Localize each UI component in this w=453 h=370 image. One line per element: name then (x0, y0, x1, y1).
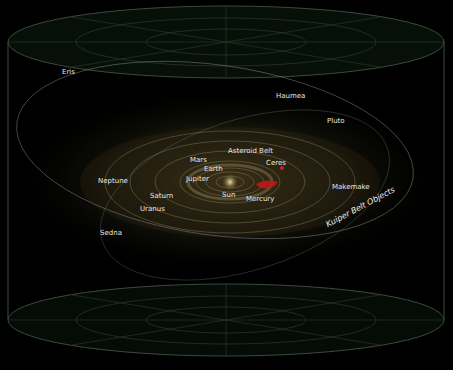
body-label: Neptune (98, 178, 128, 186)
body-label: Sun (222, 192, 235, 200)
body-label: Uranus (140, 206, 165, 214)
body-label: Mercury (246, 196, 274, 204)
body-label: Earth (204, 166, 223, 174)
body-label: Saturn (150, 193, 173, 201)
body-label: Pluto (327, 118, 345, 126)
body-label: Ceres (266, 160, 286, 168)
body-label: Sedna (100, 230, 122, 238)
body-label: Jupiter (186, 176, 209, 184)
body-label: Eris (62, 69, 75, 77)
body-label: Haumea (276, 93, 305, 101)
body-label: Asteroid Belt (228, 148, 273, 156)
body-label: Mars (190, 157, 207, 165)
body-label: Makemake (332, 184, 370, 192)
